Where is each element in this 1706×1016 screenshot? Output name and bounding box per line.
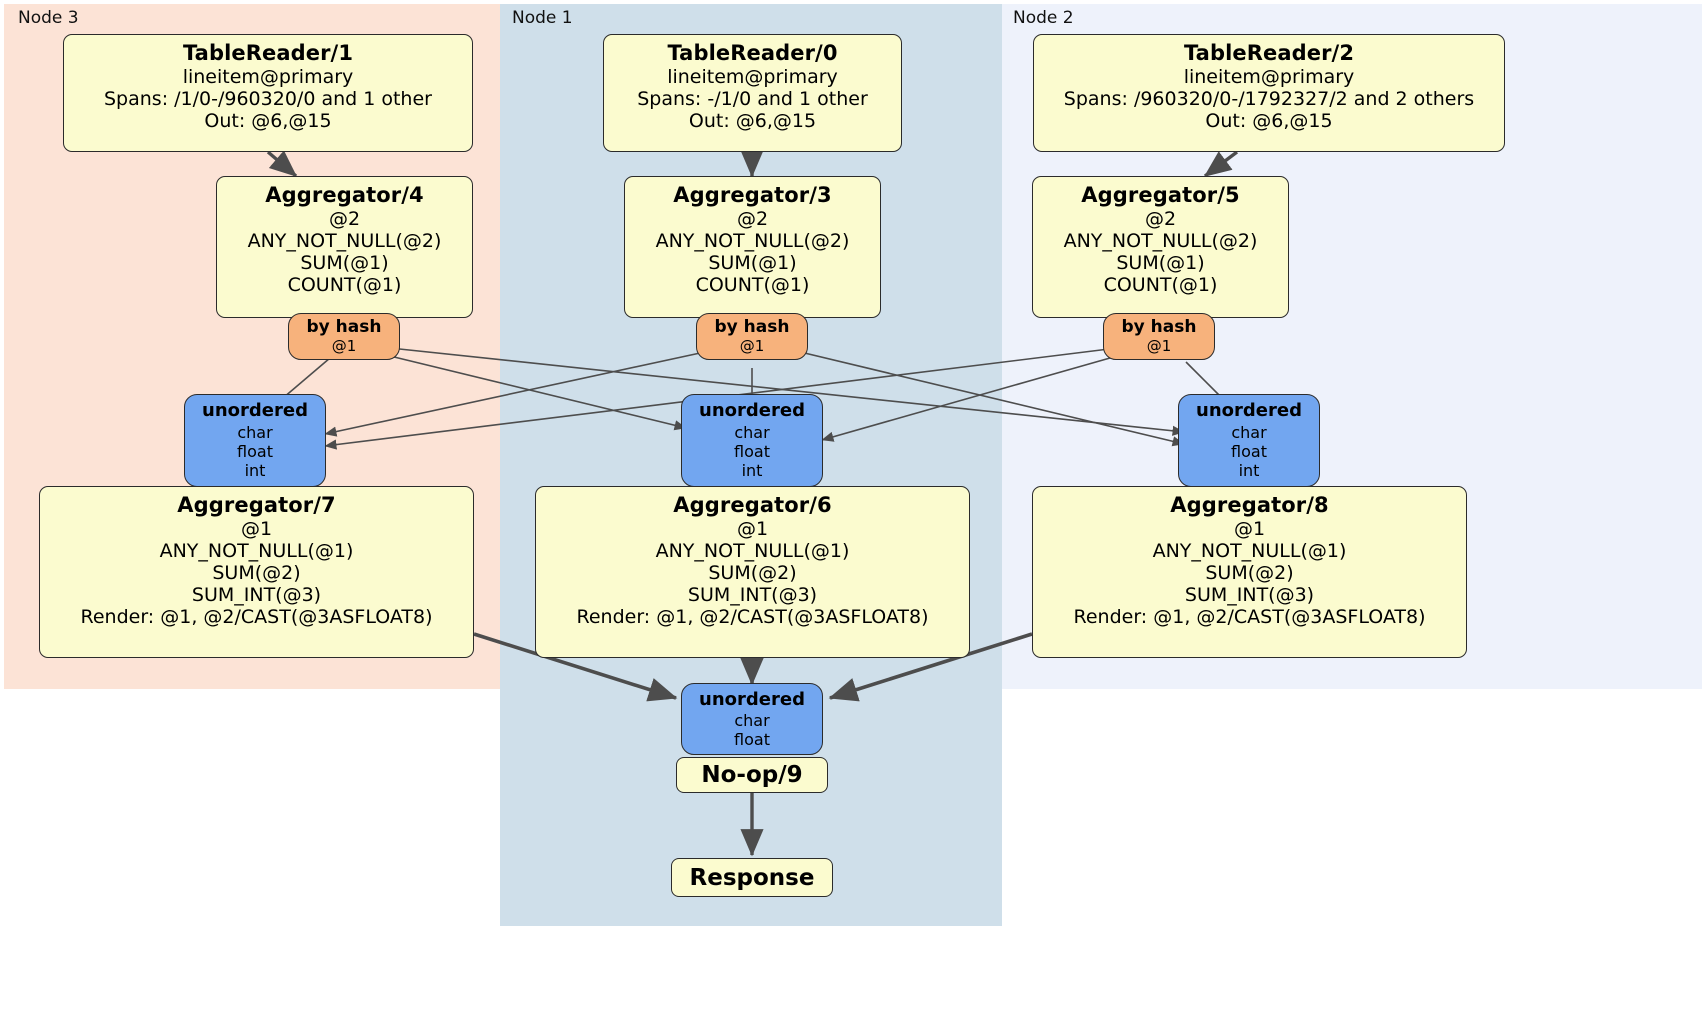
- node-line: SUM_INT(@3): [191, 584, 322, 607]
- node-line: SUM(@1): [1116, 252, 1205, 275]
- stream-unordered-right[interactable]: unordered char float int: [1178, 394, 1320, 487]
- node-title: TableReader/0: [667, 41, 838, 65]
- node-title: Aggregator/5: [1081, 183, 1240, 207]
- router-line: @1: [331, 336, 357, 355]
- node-line: SUM(@2): [1205, 562, 1294, 585]
- stream-line: int: [1238, 461, 1260, 481]
- region-label-node-3: Node 3: [18, 8, 79, 28]
- router-by-hash-right[interactable]: by hash @1: [1103, 313, 1215, 360]
- processor-aggregator-3[interactable]: Aggregator/3 @2 ANY_NOT_NULL(@2) SUM(@1)…: [624, 176, 881, 318]
- node-line: SUM(@1): [300, 252, 389, 275]
- node-title: Aggregator/4: [265, 183, 424, 207]
- router-by-hash-left[interactable]: by hash @1: [288, 313, 400, 360]
- node-line: lineitem@primary: [182, 66, 354, 89]
- router-line: @1: [739, 336, 765, 355]
- stream-unordered-center[interactable]: unordered char float int: [681, 394, 823, 487]
- router-title: by hash: [714, 317, 790, 338]
- stream-title: unordered: [699, 688, 805, 710]
- region-label-node-2: Node 2: [1013, 8, 1074, 28]
- region-label-node-1: Node 1: [512, 8, 573, 28]
- stream-line: float: [1231, 442, 1267, 462]
- node-line: ANY_NOT_NULL(@2): [1063, 230, 1258, 253]
- node-line: @2: [736, 208, 769, 231]
- node-line: ANY_NOT_NULL(@1): [655, 540, 850, 563]
- node-line: SUM_INT(@3): [1184, 584, 1315, 607]
- stream-title: unordered: [1196, 400, 1302, 422]
- processor-aggregator-7[interactable]: Aggregator/7 @1 ANY_NOT_NULL(@1) SUM(@2)…: [39, 486, 474, 658]
- stream-title: unordered: [699, 400, 805, 422]
- processor-tablereader-0[interactable]: TableReader/0 lineitem@primary Spans: -/…: [603, 34, 902, 152]
- node-line: lineitem@primary: [667, 66, 838, 89]
- node-line: COUNT(@1): [695, 274, 810, 297]
- stream-unordered-final[interactable]: unordered char float: [681, 683, 823, 755]
- node-title: Aggregator/7: [177, 493, 336, 517]
- node-line: Spans: -/1/0 and 1 other: [637, 88, 868, 111]
- processor-tablereader-2[interactable]: TableReader/2 lineitem@primary Spans: /9…: [1033, 34, 1505, 152]
- stream-line: char: [734, 711, 770, 731]
- stream-line: int: [244, 461, 266, 481]
- router-by-hash-center[interactable]: by hash @1: [696, 313, 808, 360]
- node-line: SUM(@2): [708, 562, 797, 585]
- node-title: Aggregator/8: [1170, 493, 1329, 517]
- node-line: lineitem@primary: [1183, 66, 1355, 89]
- node-title: Response: [689, 864, 815, 891]
- node-line: ANY_NOT_NULL(@2): [655, 230, 850, 253]
- node-title: TableReader/2: [1183, 41, 1355, 65]
- node-line: SUM_INT(@3): [687, 584, 818, 607]
- stream-line: float: [734, 730, 770, 750]
- processor-aggregator-6[interactable]: Aggregator/6 @1 ANY_NOT_NULL(@1) SUM(@2)…: [535, 486, 970, 658]
- node-line: Render: @1, @2/CAST(@3ASFLOAT8): [80, 606, 433, 629]
- node-line: Out: @6,@15: [204, 110, 332, 133]
- node-line: ANY_NOT_NULL(@1): [159, 540, 354, 563]
- node-line: SUM(@2): [212, 562, 301, 585]
- node-title: No-op/9: [701, 762, 803, 788]
- node-line: @1: [240, 518, 273, 541]
- stream-line: char: [237, 423, 273, 443]
- stream-line: int: [741, 461, 763, 481]
- processor-response[interactable]: Response: [671, 858, 833, 897]
- processor-aggregator-8[interactable]: Aggregator/8 @1 ANY_NOT_NULL(@1) SUM(@2)…: [1032, 486, 1467, 658]
- node-line: Render: @1, @2/CAST(@3ASFLOAT8): [576, 606, 929, 629]
- node-line: Out: @6,@15: [1205, 110, 1333, 133]
- stream-line: float: [237, 442, 273, 462]
- node-line: @2: [328, 208, 361, 231]
- router-title: by hash: [1121, 317, 1197, 338]
- router-line: @1: [1146, 336, 1172, 355]
- node-line: Out: @6,@15: [688, 110, 817, 133]
- node-line: @1: [736, 518, 769, 541]
- node-line: ANY_NOT_NULL(@2): [247, 230, 442, 253]
- stream-unordered-left[interactable]: unordered char float int: [184, 394, 326, 487]
- stream-line: float: [734, 442, 770, 462]
- node-line: @2: [1144, 208, 1177, 231]
- node-line: SUM(@1): [708, 252, 797, 275]
- node-line: Spans: /1/0-/960320/0 and 1 other: [104, 88, 432, 111]
- processor-noop-9[interactable]: No-op/9: [676, 757, 828, 793]
- node-line: COUNT(@1): [287, 274, 402, 297]
- router-title: by hash: [306, 317, 382, 338]
- processor-aggregator-5[interactable]: Aggregator/5 @2 ANY_NOT_NULL(@2) SUM(@1)…: [1032, 176, 1289, 318]
- stream-line: char: [1231, 423, 1267, 443]
- processor-tablereader-1[interactable]: TableReader/1 lineitem@primary Spans: /1…: [63, 34, 473, 152]
- node-title: TableReader/1: [182, 41, 354, 65]
- node-line: COUNT(@1): [1103, 274, 1218, 297]
- processor-aggregator-4[interactable]: Aggregator/4 @2 ANY_NOT_NULL(@2) SUM(@1)…: [216, 176, 473, 318]
- node-line: Spans: /960320/0-/1792327/2 and 2 others: [1063, 88, 1475, 111]
- stream-title: unordered: [202, 400, 308, 422]
- stream-line: char: [734, 423, 770, 443]
- node-title: Aggregator/6: [673, 493, 832, 517]
- node-line: Render: @1, @2/CAST(@3ASFLOAT8): [1073, 606, 1426, 629]
- node-title: Aggregator/3: [673, 183, 832, 207]
- node-line: ANY_NOT_NULL(@1): [1152, 540, 1347, 563]
- node-line: @1: [1233, 518, 1266, 541]
